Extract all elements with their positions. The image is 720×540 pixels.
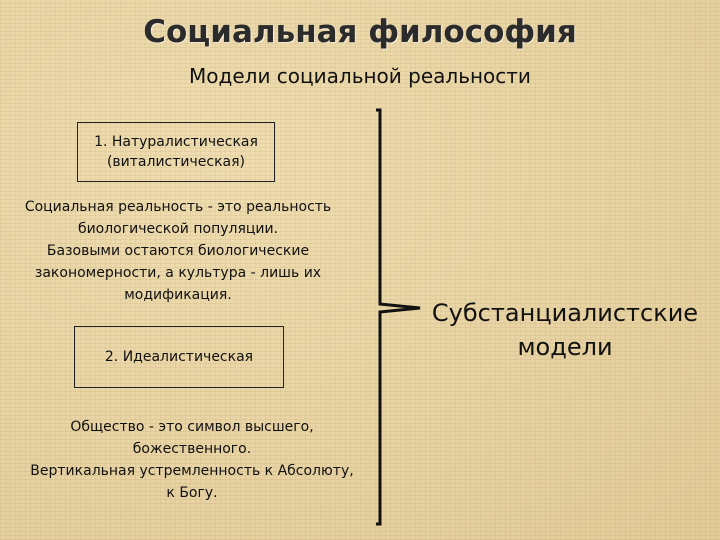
naturalistic-description: Социальная реальность - это реальность б… bbox=[0, 196, 356, 306]
slide-title: Социальная философия bbox=[143, 14, 577, 50]
description-line: закономерности, а культура - лишь их bbox=[34, 265, 322, 281]
description-line: биологической популяции. bbox=[77, 221, 279, 237]
description-line: Базовыми остаются биологические bbox=[46, 243, 310, 259]
description-line: модификация. bbox=[124, 287, 232, 303]
slide-subtitle: Модели социальной реальности bbox=[189, 64, 531, 88]
description-line: Вертикальная устремленность к Абсолюту, bbox=[30, 463, 354, 479]
substantialist-models-label: Субстанциалистские модели bbox=[420, 296, 710, 364]
summary-line: Субстанциалистские bbox=[431, 299, 699, 327]
model-box-naturalistic: 1. Натуралистическая (виталистическая) bbox=[77, 122, 275, 182]
model-box-idealistic: 2. Идеалистическая bbox=[74, 326, 284, 388]
description-line: к Богу. bbox=[166, 485, 218, 501]
model-heading-naturalistic-sub: (виталистическая) bbox=[106, 154, 246, 170]
description-line: Общество - это символ высшего, bbox=[70, 419, 314, 435]
summary-line: модели bbox=[517, 333, 613, 361]
model-heading-naturalistic: 1. Натуралистическая bbox=[94, 134, 258, 150]
description-line: Социальная реальность - это реальность bbox=[24, 199, 332, 215]
description-line: божественного. bbox=[132, 441, 252, 457]
idealistic-description: Общество - это символ высшего, божествен… bbox=[20, 416, 364, 504]
model-heading-idealistic: 2. Идеалистическая bbox=[104, 349, 254, 365]
curly-bracket bbox=[376, 108, 421, 526]
